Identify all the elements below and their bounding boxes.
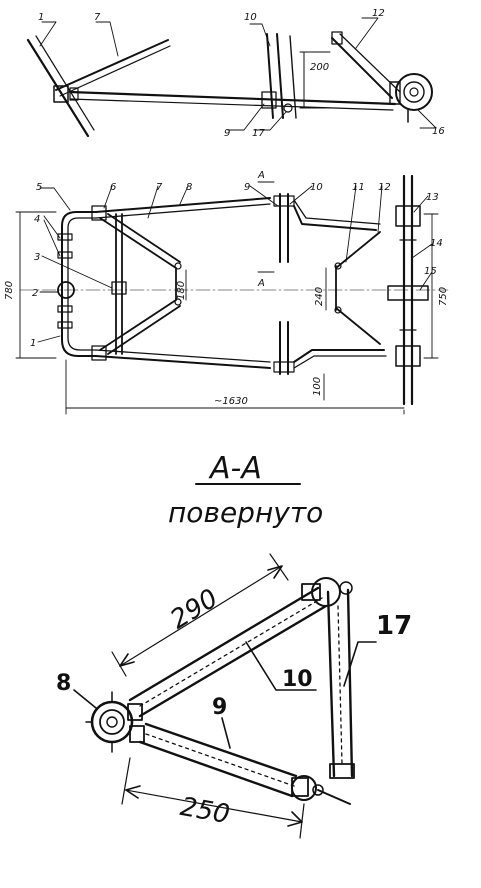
dim-250-label: 250 (178, 792, 232, 830)
side-label-16: 16 (432, 126, 445, 137)
side-label-17: 17 (252, 128, 265, 139)
plan-label-5: 5 (36, 182, 42, 193)
plan-label-6: 6 (110, 182, 116, 193)
dim-240-label: 240 (314, 287, 325, 306)
plan-label-14: 14 (430, 238, 443, 249)
dim-780-label: 780 (4, 281, 15, 300)
section-view: А-А повернуто (56, 451, 412, 839)
plan-label-9: 9 (244, 182, 250, 193)
plan-label-13: 13 (426, 192, 439, 203)
side-label-12: 12 (372, 8, 385, 19)
section-label-10: 10 (282, 667, 313, 692)
dim-1630-label: ~1630 (214, 396, 248, 407)
side-label-9: 9 (224, 128, 230, 139)
dim-290-label: 290 (165, 584, 223, 636)
dim-180-label: 180 (176, 281, 187, 300)
plan-label-8: 8 (186, 182, 192, 193)
side-label-7: 7 (94, 12, 101, 23)
plan-label-4: 4 (34, 214, 40, 225)
plan-label-15: 15 (424, 266, 437, 277)
section-label-9: 9 (212, 695, 227, 720)
plan-label-2: 2 (32, 288, 38, 299)
plan-label-7: 7 (156, 182, 163, 193)
plan-label-11: 11 (352, 182, 365, 193)
plan-label-10: 10 (310, 182, 323, 193)
dim-200-label: 200 (310, 62, 329, 73)
plan-label-1: 1 (30, 338, 36, 349)
side-label-10: 10 (244, 12, 257, 23)
section-label-8: 8 (56, 671, 71, 696)
section-mark-bottom: А (257, 278, 265, 289)
section-label-17: 17 (376, 611, 412, 641)
side-label-1: 1 (38, 12, 44, 23)
dim-750-label: 750 (438, 287, 449, 306)
section-mark-top: А (257, 170, 265, 181)
section-title: А-А (208, 451, 262, 486)
plan-label-3: 3 (34, 252, 40, 263)
side-view: 1 7 10 12 9 17 16 200 (26, 8, 445, 139)
dim-100-label: 100 (312, 377, 323, 396)
plan-view: 5 6 7 8 9 10 11 12 13 4 3 2 1 14 15 А А … (4, 170, 449, 415)
section-subtitle: повернуто (168, 496, 323, 529)
plan-label-12: 12 (378, 182, 391, 193)
